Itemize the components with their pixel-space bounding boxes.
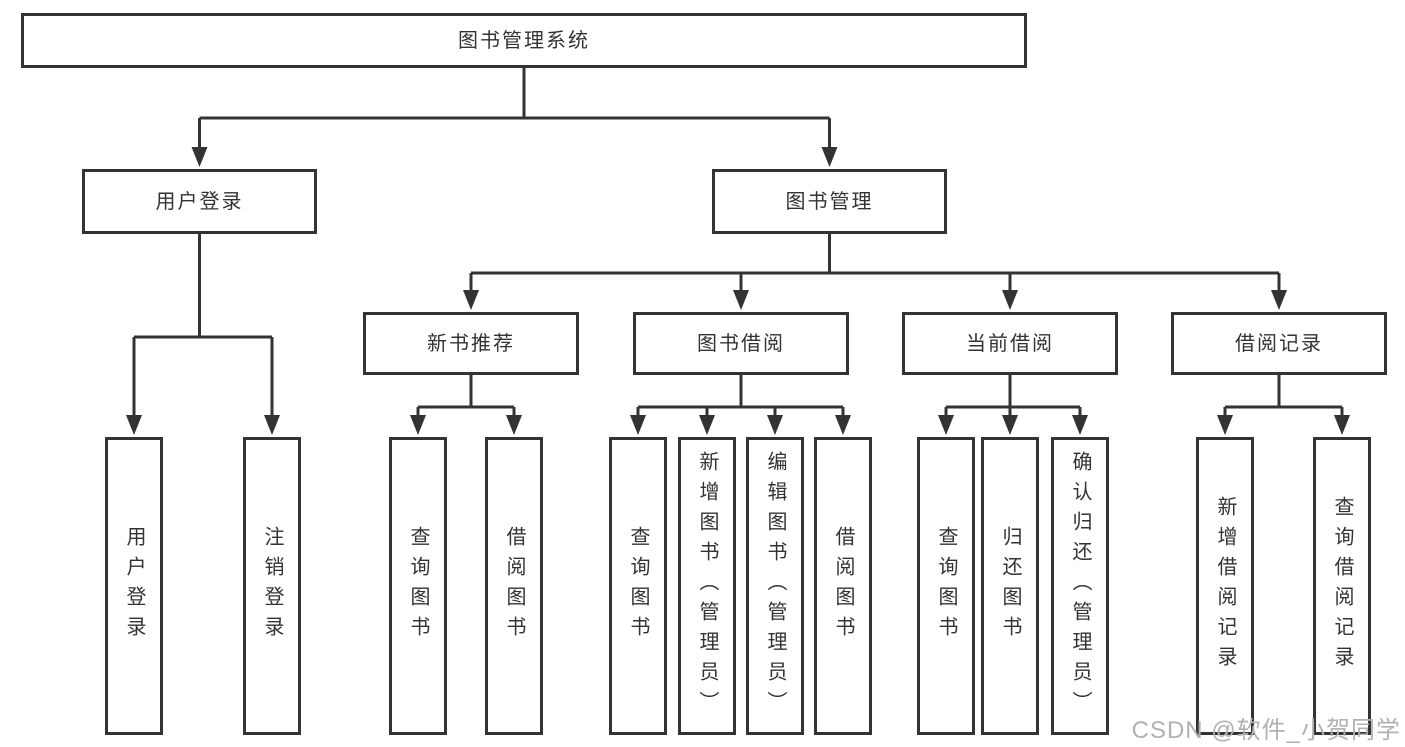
node-root-label: 图书管理系统	[458, 29, 590, 52]
node-borrowing-records: 借阅记录	[1171, 312, 1387, 375]
leaf-query-books-borrowing: 查询图书	[609, 437, 667, 735]
leaf-label: 注销登录	[261, 526, 283, 646]
leaf-add-book-admin: 新增图书（管理员）	[678, 437, 736, 735]
leaf-logout: 注销登录	[243, 437, 301, 735]
leaf-confirm-return-admin: 确认归还（管理员）	[1051, 437, 1109, 735]
leaf-borrow-books-recommend: 借阅图书	[485, 437, 543, 735]
node-root-system: 图书管理系统	[21, 13, 1027, 68]
leaf-label: 用户登录	[123, 526, 145, 646]
node-book-borrowing: 图书借阅	[633, 312, 849, 375]
node-label: 图书管理	[785, 190, 874, 213]
leaf-label: 查询图书	[627, 526, 649, 646]
leaf-label: 归还图书	[999, 526, 1021, 646]
leaf-query-books-recommend: 查询图书	[389, 437, 447, 735]
node-label: 借阅记录	[1235, 332, 1323, 355]
node-user-login-branch: 用户登录	[82, 169, 317, 234]
leaf-return-book: 归还图书	[981, 437, 1039, 735]
leaf-query-borrow-record: 查询借阅记录	[1313, 437, 1371, 735]
leaf-edit-book-admin: 编辑图书（管理员）	[746, 437, 804, 735]
leaf-query-books-current: 查询图书	[917, 437, 975, 735]
csdn-watermark: CSDN @软件_小贺同学	[1131, 717, 1401, 744]
node-current-borrowing: 当前借阅	[902, 312, 1118, 375]
leaf-add-borrow-record: 新增借阅记录	[1196, 437, 1254, 735]
node-label: 图书借阅	[697, 332, 785, 355]
leaf-label: 新增借阅记录	[1214, 496, 1236, 676]
leaf-label: 查询图书	[935, 526, 957, 646]
leaf-label: 确认归还（管理员）	[1069, 451, 1091, 721]
leaf-label: 编辑图书（管理员）	[764, 451, 786, 721]
node-label: 当前借阅	[966, 332, 1054, 355]
node-book-management-branch: 图书管理	[712, 169, 947, 234]
node-label: 新书推荐	[427, 332, 515, 355]
leaf-label: 新增图书（管理员）	[696, 451, 718, 721]
leaf-label: 借阅图书	[832, 526, 854, 646]
node-new-book-recommend: 新书推荐	[363, 312, 579, 375]
node-label: 用户登录	[155, 190, 244, 213]
leaf-user-login: 用户登录	[105, 437, 163, 735]
leaf-borrow-books-borrowing: 借阅图书	[814, 437, 872, 735]
arrowheads	[126, 147, 1350, 435]
leaf-label: 查询借阅记录	[1331, 496, 1353, 676]
leaf-label: 借阅图书	[503, 526, 525, 646]
leaf-label: 查询图书	[407, 526, 429, 646]
